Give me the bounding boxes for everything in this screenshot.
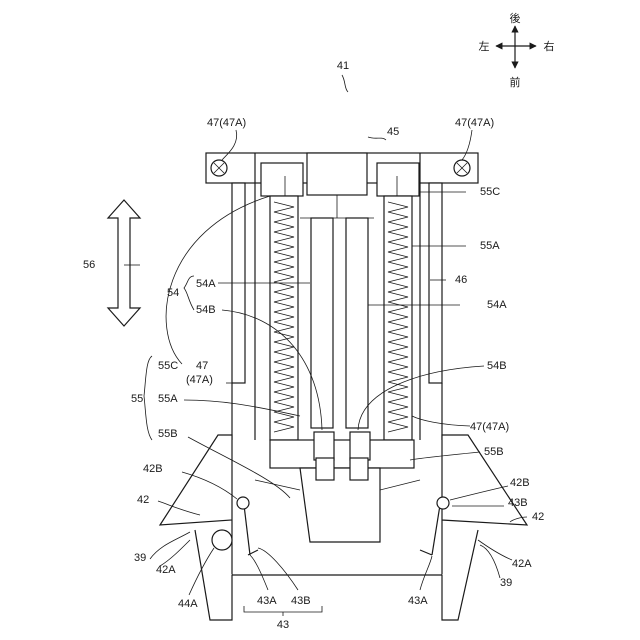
label-45: 45 [387,126,399,138]
label-54b-right: 54B [487,360,507,372]
label-47-mid-a: 47 [196,360,208,372]
label-55: 55 [131,393,143,405]
label-39-right: 39 [500,577,512,589]
housing-46 [206,153,478,440]
label-42-left: 42 [137,494,149,506]
label-46: 46 [455,274,467,286]
screw-right [454,160,470,176]
brace-54 [184,276,194,310]
spring-right-housing [384,196,412,440]
label-47-left-top: 47(47A) [207,117,246,129]
label-47-right-top: 47(47A) [455,117,494,129]
rod-54a-left [311,218,333,428]
screw-left [211,160,227,176]
label-55a-left: 55A [158,393,178,405]
compass-front-label: 前 [510,75,521,89]
label-54b-left: 54B [196,304,216,316]
label-47-mid-b: (47A) [186,374,213,386]
label-55b-right: 55B [484,446,504,458]
label-42-right: 42 [532,511,544,523]
label-figure-number: 41 [337,60,349,72]
label-42a-left: 42A [156,564,176,576]
label-43b-right: 43B [508,497,528,509]
brace-55 [144,356,152,440]
label-55b-left: 55B [158,428,178,440]
motion-double-arrow [108,200,140,326]
label-56: 56 [83,259,95,271]
compass-left-label: 左 [479,40,490,53]
label-44a: 44A [178,598,198,610]
direction-compass: 後 前 左 右 [479,11,555,89]
label-42b-right: 42B [510,477,530,489]
label-55c-upper: 55C [480,186,500,198]
base-assembly [160,432,527,620]
label-43: 43 [277,619,289,631]
label-54a-left: 54A [196,278,216,290]
label-55c-left: 55C [158,360,178,372]
label-42b-left: 42B [143,463,163,475]
label-39-left: 39 [134,552,146,564]
label-43a-right: 43A [408,595,428,607]
compass-back-label: 後 [510,11,521,25]
compass-right-label: 右 [544,39,555,53]
spring-anchor-left [261,163,303,196]
label-43a-left: 43A [257,595,277,607]
spring-left-housing [270,196,298,440]
label-43b-left: 43B [291,595,311,607]
label-47-right-mid: 47(47A) [470,421,509,433]
spring-anchor-right [377,163,419,196]
label-42a-right: 42A [512,558,532,570]
rod-54a-right [346,218,368,428]
label-54: 54 [167,287,179,299]
label-54a-right: 54A [487,299,507,311]
label-55a-right: 55A [480,240,500,252]
